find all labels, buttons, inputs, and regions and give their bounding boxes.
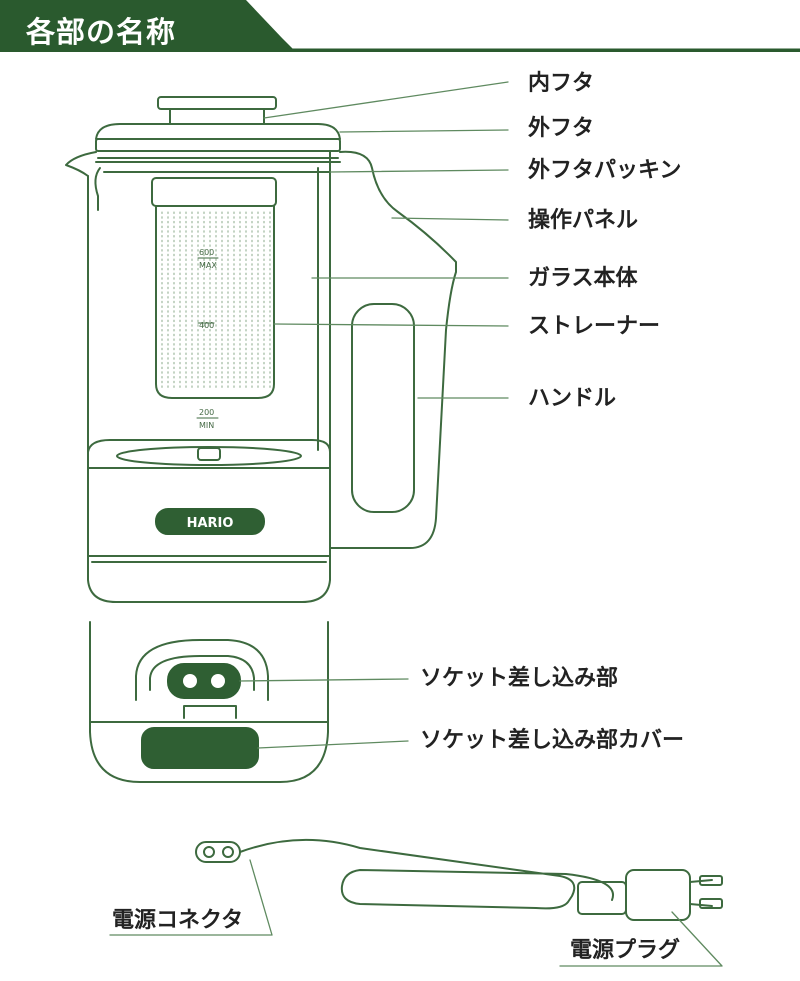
header-underline <box>0 38 800 52</box>
handle-shape <box>329 150 457 549</box>
label-socket-cover: ソケット差し込み部カバー <box>420 728 685 753</box>
power-cord-shape <box>195 838 723 921</box>
header-tab <box>0 0 282 38</box>
strainer-mark-max: MAX <box>199 261 217 270</box>
leader-control-panel <box>391 217 509 221</box>
inner-lid-shape <box>157 96 277 125</box>
label-power-plug: 電源プラグ <box>570 938 681 963</box>
glass-body-shape <box>65 151 331 456</box>
label-handle: ハンドル <box>528 386 617 411</box>
label-glass-body: ガラス本体 <box>528 266 638 291</box>
leader-outer-lid <box>339 129 509 133</box>
leader-outer-lid-gasket <box>329 169 509 173</box>
leader-strainer <box>273 323 509 327</box>
label-power-connector: 電源コネクタ <box>112 908 244 933</box>
leader-lines <box>109 81 723 967</box>
outer-lid-shape <box>95 123 341 163</box>
strainer-mark-600: 600 <box>199 248 214 257</box>
label-inner-lid: 内フタ <box>528 71 595 96</box>
leader-socket <box>239 678 409 682</box>
brand-logo-text: HARIO <box>187 516 234 531</box>
scale-mark-200: 200 <box>199 408 214 417</box>
page-title: 各部の名称 <box>26 15 177 49</box>
label-strainer: ストレーナー <box>528 314 661 339</box>
label-outer-lid-gasket: 外フタパッキン <box>528 158 682 183</box>
base-bottom-view <box>89 621 329 783</box>
strainer-mark-400: 400 <box>199 321 214 330</box>
leader-inner-lid <box>263 81 509 119</box>
label-socket: ソケット差し込み部 <box>420 666 619 691</box>
leader-power-connector <box>109 859 273 936</box>
scale-mark-min: MIN <box>199 421 214 430</box>
label-outer-lid: 外フタ <box>528 116 595 141</box>
leader-power-plug <box>559 911 723 967</box>
leader-socket-cover <box>257 740 409 749</box>
base-shape <box>87 439 331 603</box>
strainer-shape <box>151 177 277 399</box>
header-banner <box>0 0 800 52</box>
label-control-panel: 操作パネル <box>528 208 639 233</box>
